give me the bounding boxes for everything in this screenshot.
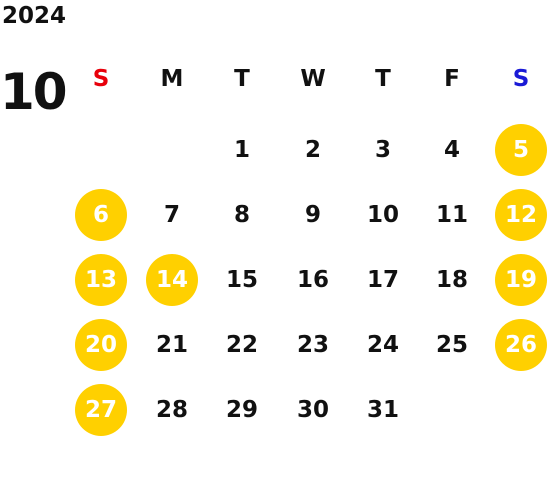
highlighted-day[interactable]: 6 — [75, 189, 127, 241]
day-cell[interactable]: 30 — [296, 397, 329, 423]
weekday-label: T — [234, 66, 250, 92]
day-cell[interactable]: 9 — [304, 202, 321, 228]
day-cell[interactable]: 15 — [225, 267, 258, 293]
highlighted-day[interactable]: 13 — [75, 254, 127, 306]
highlighted-day[interactable]: 20 — [75, 319, 127, 371]
highlighted-day[interactable]: 19 — [495, 254, 547, 306]
month-label: 10 — [0, 63, 68, 121]
day-cell[interactable]: 11 — [435, 202, 468, 228]
day-cell[interactable]: 16 — [296, 267, 329, 293]
day-cell[interactable]: 3 — [374, 137, 391, 163]
day-cell[interactable]: 28 — [155, 397, 188, 423]
day-cell[interactable]: 8 — [233, 202, 250, 228]
highlighted-day[interactable]: 5 — [495, 124, 547, 176]
day-cell[interactable]: 4 — [443, 137, 460, 163]
day-cell[interactable]: 7 — [163, 202, 180, 228]
weekday-label: F — [444, 66, 460, 92]
highlighted-day[interactable]: 12 — [495, 189, 547, 241]
day-cell[interactable]: 18 — [435, 267, 468, 293]
day-cell[interactable]: 23 — [296, 332, 329, 358]
weekday-label: M — [160, 66, 184, 92]
weekday-label: W — [300, 66, 326, 92]
day-cell[interactable]: 31 — [366, 397, 399, 423]
day-cell[interactable]: 2 — [304, 137, 321, 163]
highlighted-day[interactable]: 26 — [495, 319, 547, 371]
day-cell[interactable]: 21 — [155, 332, 188, 358]
weekday-label: S — [512, 66, 530, 92]
day-cell[interactable]: 17 — [366, 267, 399, 293]
day-cell[interactable]: 22 — [225, 332, 258, 358]
day-cell[interactable]: 29 — [225, 397, 258, 423]
day-cell[interactable]: 1 — [233, 137, 250, 163]
highlighted-day[interactable]: 27 — [75, 384, 127, 436]
day-cell[interactable]: 24 — [366, 332, 399, 358]
weekday-label: T — [375, 66, 391, 92]
year-label: 2024 — [2, 3, 67, 29]
weekday-label: S — [92, 66, 110, 92]
day-cell[interactable]: 10 — [366, 202, 399, 228]
highlighted-day[interactable]: 14 — [146, 254, 198, 306]
day-cell[interactable]: 25 — [435, 332, 468, 358]
